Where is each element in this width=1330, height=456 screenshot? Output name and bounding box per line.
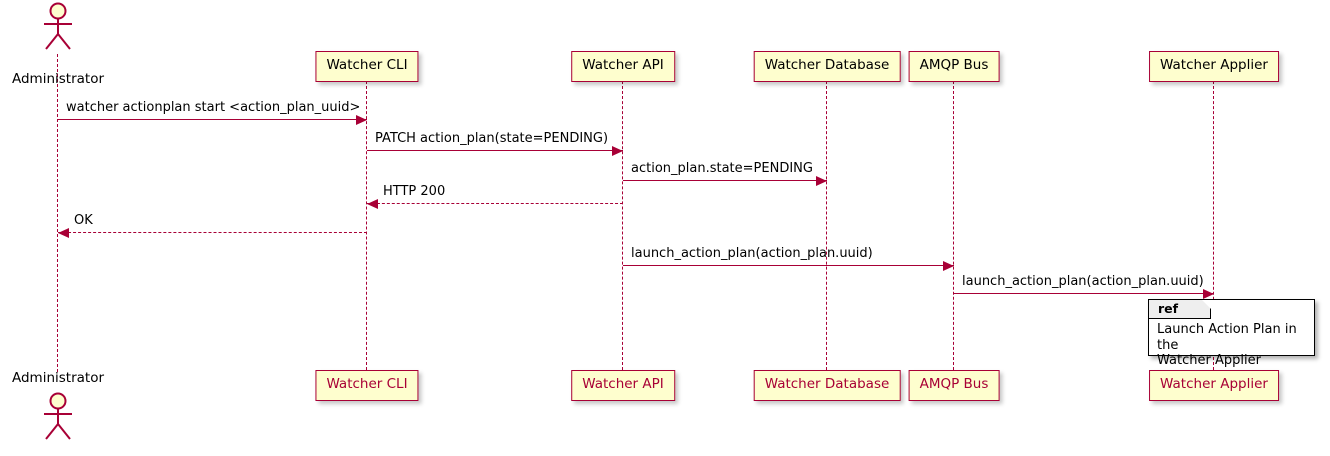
participant-watcher-applier-top[interactable]: Watcher Applier [1149, 51, 1279, 82]
message-label: HTTP 200 [383, 184, 446, 199]
message-line [367, 203, 623, 204]
arrowhead-left [58, 227, 69, 238]
lifeline-watcher-applier [1213, 81, 1215, 370]
lifeline-amqp-bus [953, 81, 955, 370]
actor-administrator-bottom [37, 392, 79, 440]
participant-amqp-bus-top[interactable]: AMQP Bus [908, 51, 1000, 82]
message-line [367, 150, 623, 151]
ref-keyword-label: ref [1158, 300, 1179, 316]
message-label: PATCH action_plan(state=PENDING) [375, 131, 609, 146]
participant-watcher-database-top[interactable]: Watcher Database [753, 51, 901, 82]
lifeline-watcher-api [622, 81, 624, 370]
message-line [623, 180, 827, 181]
participant-amqp-bus-bottom[interactable]: AMQP Bus [908, 370, 1000, 401]
arrowhead-right [1203, 288, 1214, 299]
arrowhead-right [816, 175, 827, 186]
lifeline-watcher-cli [366, 81, 368, 370]
actor-administrator-top [37, 2, 79, 50]
message-label: launch_action_plan(action_plan.uuid) [631, 246, 873, 261]
actor-label-administrator-top: Administrator [11, 71, 105, 87]
actor-label-administrator-bottom: Administrator [11, 370, 105, 386]
message-label: OK [74, 213, 93, 228]
participant-watcher-cli-bottom[interactable]: Watcher CLI [315, 370, 419, 401]
arrowhead-right [943, 260, 954, 271]
participant-watcher-applier-bottom[interactable]: Watcher Applier [1149, 370, 1279, 401]
arrowhead-left [367, 198, 378, 209]
participant-watcher-api-top[interactable]: Watcher API [571, 51, 675, 82]
message-line [58, 232, 367, 233]
participant-watcher-database-bottom[interactable]: Watcher Database [753, 370, 901, 401]
message-label: launch_action_plan(action_plan.uuid) [962, 274, 1204, 289]
message-label: watcher actionplan start <action_plan_uu… [66, 100, 361, 115]
ref-text-line-2: Watcher Applier [1157, 353, 1261, 368]
participant-watcher-cli-top[interactable]: Watcher CLI [315, 51, 419, 82]
participant-watcher-api-bottom[interactable]: Watcher API [571, 370, 675, 401]
message-line [954, 293, 1214, 294]
arrowhead-right [356, 114, 367, 125]
lifeline-administrator [57, 54, 59, 372]
lifeline-watcher-database [826, 81, 828, 370]
arrowhead-right [612, 145, 623, 156]
ref-keyword-tab: ref [1149, 300, 1211, 319]
message-line [623, 265, 954, 266]
message-line [58, 119, 367, 120]
message-label: action_plan.state=PENDING [631, 161, 813, 176]
ref-text-line-1: Launch Action Plan in the [1157, 322, 1297, 353]
